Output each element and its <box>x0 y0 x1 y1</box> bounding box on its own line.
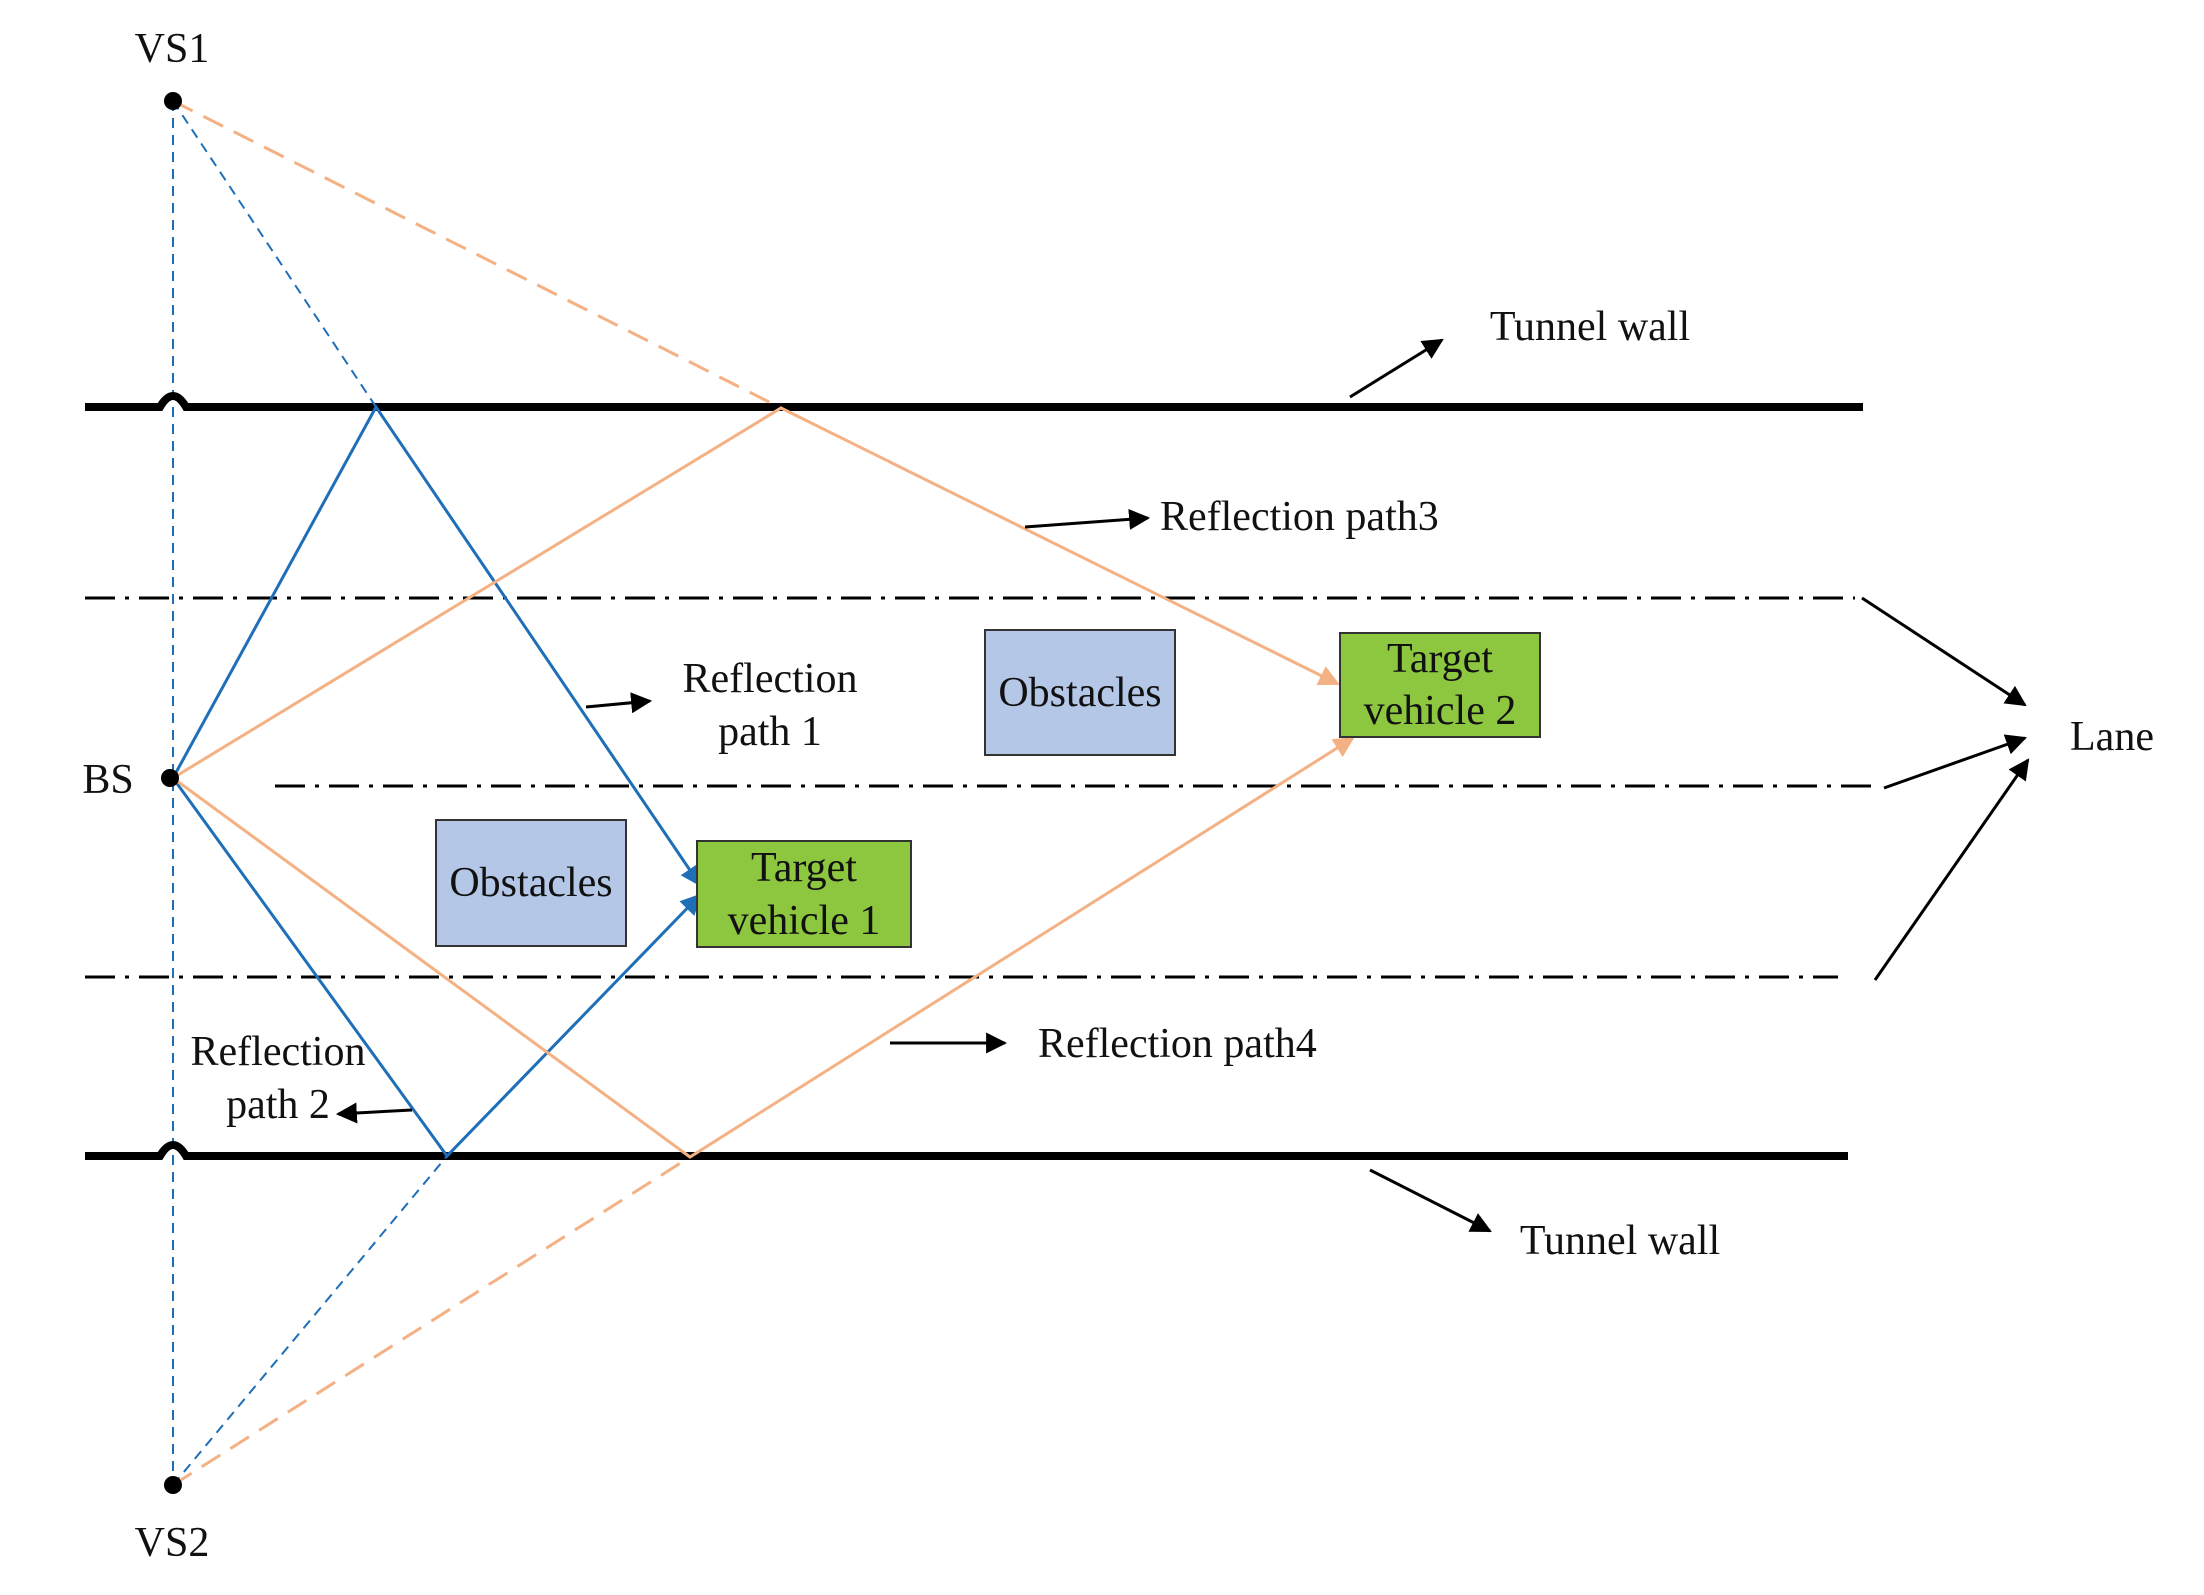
reflection-path1-label-line2: path 1 <box>718 709 822 755</box>
vs1-virtual-path-orange <box>172 99 782 410</box>
lane-label: Lane <box>2070 714 2154 760</box>
tunnel-wall-bottom-arrow <box>1369 1168 1492 1233</box>
reflection-path-3-line <box>172 406 1340 780</box>
target-vehicle-1-label-line1: Target <box>751 845 857 891</box>
tunnel-wall-top-line <box>85 392 1863 411</box>
target-vehicle-1-box <box>696 840 912 948</box>
lane-arrow-middle <box>1883 734 2027 790</box>
bs-label: BS <box>82 757 133 803</box>
target-vehicle-2-label-line2: vehicle 2 <box>1364 688 1517 734</box>
reflection-path2-label-line1: Reflection <box>191 1029 366 1075</box>
reflection-path1-arrow <box>585 692 653 714</box>
reflection-path2-arrow <box>335 1102 413 1124</box>
reflection-path2-label-line2: path 2 <box>226 1082 330 1128</box>
bs-point <box>161 769 179 787</box>
reflection-path1-label-line1: Reflection <box>683 656 858 702</box>
tunnel-wall-bottom-line <box>85 1141 1848 1160</box>
reflection-path-4-line <box>172 736 1355 1159</box>
vs1-point <box>164 92 182 110</box>
lane-arrow-bottom <box>1873 758 2030 981</box>
vs1-label: VS1 <box>135 26 210 72</box>
obstacles-lower-box <box>435 819 627 947</box>
vs1-virtual-path-blue <box>172 100 377 408</box>
vs2-point <box>164 1476 182 1494</box>
target-vehicle-2-label-line1: Target <box>1387 636 1493 682</box>
tunnel-wall-bottom-label: Tunnel wall <box>1520 1218 1720 1264</box>
reflection-path-1-line <box>171 404 702 887</box>
tunnel-wall-top-label: Tunnel wall <box>1490 304 1690 350</box>
reflection-path3-label: Reflection path3 <box>1160 494 1439 540</box>
reflection-path-2-line <box>171 777 702 1159</box>
obstacles-upper-label: Obstacles <box>998 670 1161 716</box>
vs2-virtual-path-blue <box>172 1155 448 1486</box>
vs2-label: VS2 <box>135 1520 210 1566</box>
reflection-path3-arrow <box>1024 508 1151 530</box>
vs2-virtual-path-orange <box>172 1155 691 1487</box>
target-vehicle-1-label-line2: vehicle 1 <box>728 898 881 944</box>
target-vehicle-2-box <box>1339 632 1541 738</box>
obstacles-lower-label: Obstacles <box>449 860 612 906</box>
tunnel-wall-top-arrow <box>1349 338 1444 399</box>
lane-arrow-top <box>1861 596 2027 707</box>
obstacles-upper-box <box>984 629 1176 756</box>
reflection-path4-label: Reflection path4 <box>1038 1021 1317 1067</box>
